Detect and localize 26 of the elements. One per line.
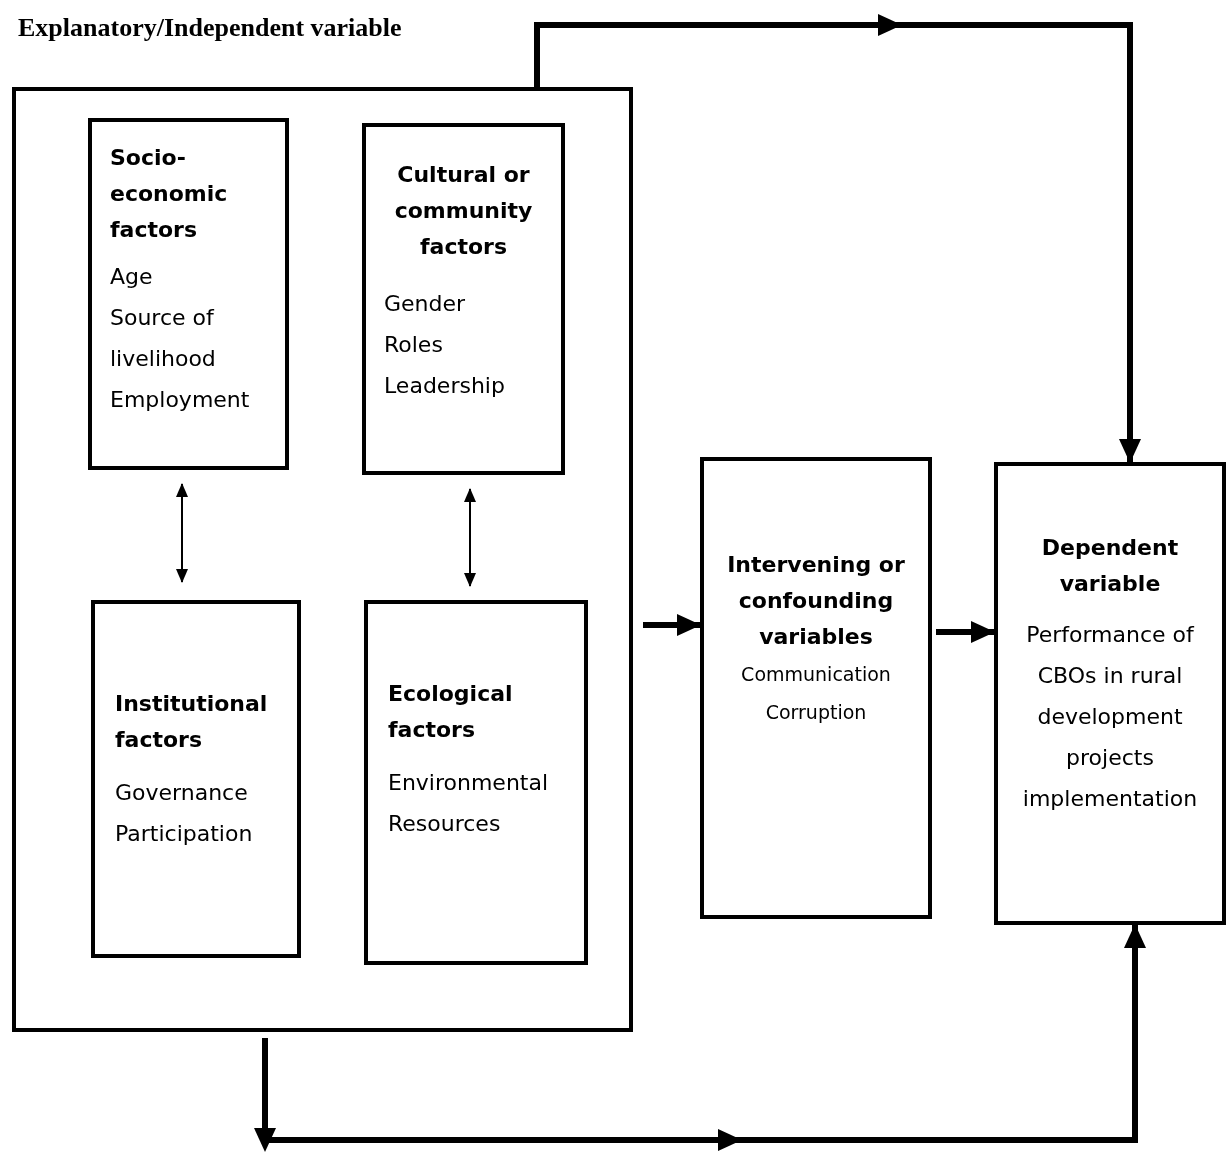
item-text: Communication xyxy=(740,662,892,687)
factor-box xyxy=(700,457,932,919)
item-text: Source of livelihood xyxy=(110,304,217,373)
box-heading: Cultural or community factors xyxy=(393,161,534,261)
factor-box xyxy=(994,462,1226,925)
item-text: Participation xyxy=(115,820,254,848)
item-text: Performance of CBOs in rural development projects implementation xyxy=(1021,621,1199,813)
factor-box xyxy=(364,600,588,965)
box-heading: Dependent variable xyxy=(1040,534,1180,598)
item-text: Employment xyxy=(110,386,251,414)
box-heading: Intervening or confounding variables xyxy=(726,551,906,651)
item-text: Leadership xyxy=(384,372,506,400)
item-text: Resources xyxy=(388,810,502,838)
item-text: Roles xyxy=(384,331,444,359)
box-heading: Ecological factors xyxy=(388,680,514,744)
item-text: Corruption xyxy=(764,700,868,725)
factor-box xyxy=(88,118,289,470)
heading: Explanatory/Independent variable xyxy=(18,13,402,43)
item-text: Age xyxy=(110,263,154,291)
box-heading: Socio-economic factors xyxy=(110,144,229,244)
item-text: Gender xyxy=(384,290,467,318)
item-text: Governance xyxy=(115,779,249,807)
factor-box xyxy=(91,600,301,958)
box-heading: Institutional factors xyxy=(115,690,269,754)
factor-box xyxy=(362,123,565,475)
item-text: Environmental xyxy=(388,769,550,797)
